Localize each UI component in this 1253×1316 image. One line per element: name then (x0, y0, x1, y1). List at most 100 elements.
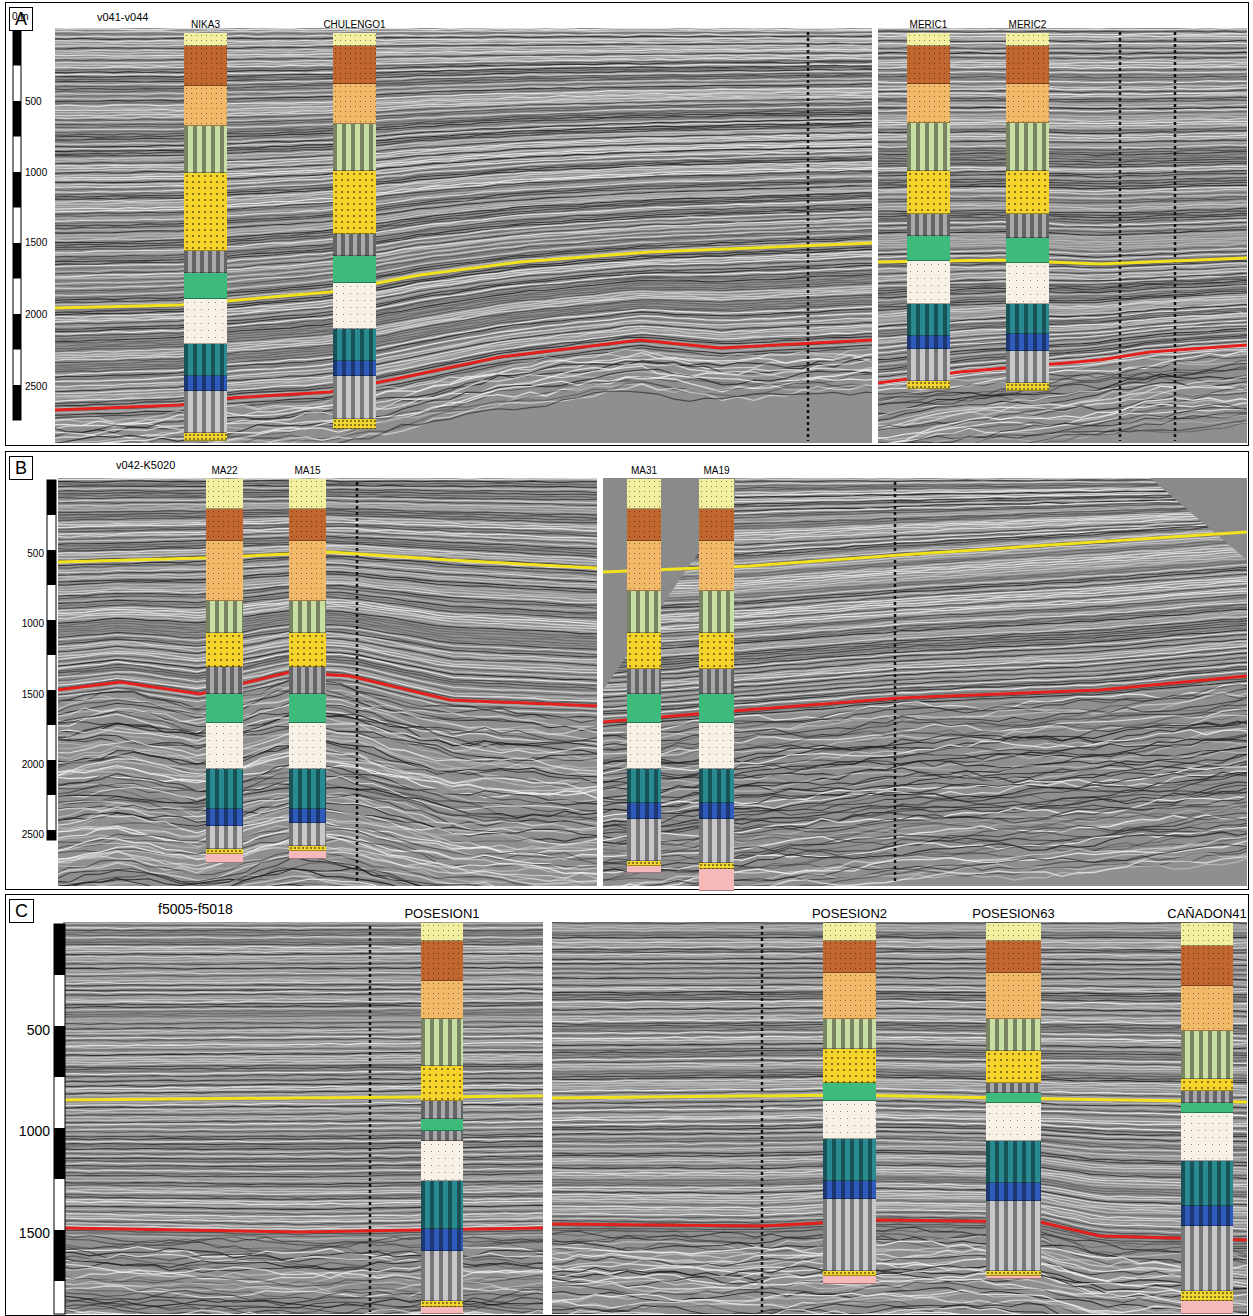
reflector (878, 414, 1247, 443)
lithology-band (184, 251, 227, 273)
lithology-band (421, 1131, 463, 1141)
well-name: MA19 (703, 466, 729, 476)
reflector (58, 884, 597, 886)
reflector (63, 946, 543, 947)
reflector (63, 1311, 543, 1314)
lithology-band (206, 723, 243, 769)
seismic-panel (55, 28, 872, 443)
reflector (552, 1304, 1247, 1314)
reflector (58, 728, 597, 763)
lithology-band (421, 1251, 463, 1301)
lithology-band (289, 601, 326, 633)
reflector (63, 939, 543, 941)
reflector (58, 876, 597, 886)
seismic-panel (603, 478, 1247, 886)
lithology-band (289, 823, 326, 846)
reflector (63, 972, 543, 974)
reflector (63, 1129, 543, 1133)
lithology-band (289, 479, 326, 509)
reflector (63, 1036, 543, 1039)
reflector (63, 1133, 543, 1137)
reflector (552, 1312, 1247, 1314)
reflector (63, 1179, 543, 1182)
reflector (63, 963, 543, 965)
lithology-band (206, 633, 243, 667)
reflector (63, 1291, 543, 1304)
lithology-band (627, 769, 661, 803)
reflector (552, 958, 1247, 961)
lithology-band (184, 273, 227, 299)
tie-line (761, 926, 764, 1312)
reflector (58, 836, 597, 876)
lithology-band (699, 541, 734, 591)
reflector (63, 944, 543, 945)
lithology-band (1181, 1103, 1233, 1113)
lithology-band (421, 1019, 463, 1066)
scale-segment (54, 1128, 65, 1179)
reflector (55, 228, 872, 288)
scale-segment (47, 480, 56, 515)
lithology-band (823, 1049, 876, 1083)
reflector (63, 1228, 543, 1232)
reflector (58, 485, 597, 487)
lithology-band (421, 1141, 463, 1181)
reflector (552, 942, 1247, 944)
depth-label: 1500 (25, 238, 47, 248)
reflector (63, 949, 543, 950)
reflector (63, 979, 543, 981)
lithology-band (627, 541, 661, 591)
well-column: MERIC2 (1006, 33, 1049, 391)
lithology-band (986, 973, 1041, 1019)
lithology-band (907, 304, 950, 336)
depth-label: 1500 (22, 690, 44, 700)
lithology-band (1006, 304, 1049, 334)
depth-label: 2500 (22, 830, 44, 840)
lithology-band (823, 1019, 876, 1049)
lithology-band (289, 769, 326, 809)
well-column: CAÑADON41 (1181, 923, 1233, 1314)
lithology-band (907, 261, 950, 304)
depth-label: 500 (27, 549, 44, 559)
scale-segment (47, 830, 56, 840)
lithology-band (184, 33, 227, 46)
depth-label: 1000 (22, 619, 44, 629)
lithology-band (699, 591, 734, 633)
lithology-band (206, 826, 243, 849)
lithology-band (1181, 986, 1233, 1031)
reflector (63, 958, 543, 960)
line-name: f5005-f5018 (158, 902, 233, 916)
reflector (63, 1009, 543, 1012)
lithology-band (206, 809, 243, 826)
lithology-band (986, 1201, 1041, 1271)
reflector (552, 1296, 1247, 1314)
well-name: MERIC2 (1009, 20, 1047, 30)
lithology-band (1181, 1113, 1233, 1161)
lithology-band (206, 667, 243, 694)
reflector (58, 876, 597, 886)
reflector (552, 1050, 1247, 1056)
reflector (878, 418, 1247, 443)
seismic-panel (878, 28, 1247, 443)
tie-line (1119, 32, 1122, 441)
reflector (63, 941, 543, 942)
reflector (552, 960, 1247, 963)
lithology-band (1181, 1226, 1233, 1291)
lithology-band (206, 601, 243, 633)
scale-segment (13, 314, 21, 350)
red-horizon (878, 345, 1247, 383)
lithology-band (907, 214, 950, 236)
lithology-band (627, 669, 661, 694)
reflector (63, 930, 543, 931)
lithology-band (421, 923, 463, 941)
lithology-band (289, 509, 326, 541)
lithology-band (289, 809, 326, 823)
scale-segment (13, 30, 21, 66)
reflector (552, 953, 1247, 955)
reflector (552, 1241, 1247, 1269)
lithology-band (986, 1051, 1041, 1083)
well-column: POSESION1 (421, 923, 463, 1314)
lithology-band (907, 33, 950, 46)
well-column: MA19 (699, 479, 734, 891)
lithology-band (184, 46, 227, 86)
lithology-band (699, 769, 734, 803)
